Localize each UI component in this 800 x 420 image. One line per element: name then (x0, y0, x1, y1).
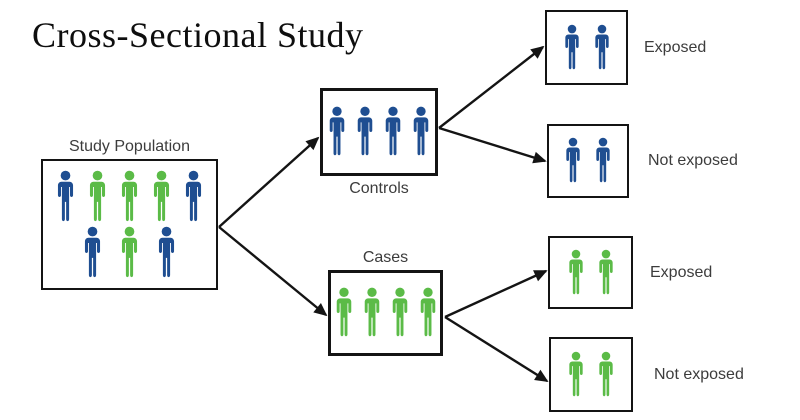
person-icon (84, 226, 101, 277)
person-row (561, 24, 613, 72)
cases-not-exposed-box (549, 337, 633, 412)
cases-exposed-label: Exposed (650, 263, 713, 281)
cases-not-exposed-label: Not exposed (654, 365, 744, 383)
study-population-box (41, 159, 218, 290)
person-icon (564, 24, 579, 69)
person-icon (392, 287, 407, 337)
cases-not-exposed-group: Not exposed (549, 337, 744, 412)
arrow-study_population-to-controls (218, 136, 320, 228)
person-icon (336, 287, 351, 337)
person-icon (599, 351, 613, 396)
person-icon (185, 170, 202, 221)
person-icon (420, 287, 435, 337)
person-icon (357, 106, 373, 156)
arrow-controls-to-controls_exposed (438, 45, 545, 129)
controls-exposed-group: Exposed (545, 10, 706, 85)
person-row (332, 287, 440, 339)
controls-exposed-label: Exposed (644, 38, 707, 56)
person-icon (596, 137, 610, 183)
cases-exposed-group: Exposed (548, 236, 712, 309)
person-icon (598, 249, 613, 294)
person-icon (153, 170, 170, 221)
study-population-label: Study Population (69, 138, 190, 155)
person-icon (566, 137, 580, 183)
arrow-study_population-to-cases (218, 226, 328, 317)
cases-group: Cases (328, 249, 443, 356)
controls-not-exposed-group: Not exposed (547, 124, 738, 198)
person-row (565, 351, 617, 399)
cases-box (328, 270, 443, 356)
person-icon (89, 170, 106, 221)
controls-exposed-box (545, 10, 628, 85)
person-row (325, 106, 433, 158)
page-title: Cross-Sectional Study (32, 15, 364, 55)
controls-group: Controls (320, 88, 438, 198)
person-row (53, 170, 206, 224)
person-icon (364, 287, 379, 337)
cases-label: Cases (362, 249, 409, 266)
controls-not-exposed-label: Not exposed (648, 152, 738, 169)
controls-not-exposed-box (547, 124, 629, 198)
person-icon (569, 351, 583, 396)
person-row (80, 226, 179, 280)
study-population-group: Study Population (41, 138, 218, 290)
person-icon (158, 226, 175, 277)
person-icon (57, 170, 74, 221)
person-icon (121, 170, 138, 221)
person-row (562, 137, 614, 185)
controls-box (320, 88, 438, 176)
arrow-controls-to-controls_not_exposed (438, 126, 547, 164)
person-icon (329, 106, 345, 156)
cases-exposed-box (548, 236, 633, 309)
person-row (565, 249, 617, 297)
person-icon (594, 24, 609, 69)
arrow-cases-to-cases_exposed (444, 269, 548, 319)
arrow-cases-to-cases_not_exposed (444, 315, 549, 383)
person-icon (385, 106, 401, 156)
controls-label: Controls (349, 180, 409, 197)
person-icon (413, 106, 429, 156)
person-icon (121, 226, 138, 277)
person-icon (568, 249, 583, 294)
